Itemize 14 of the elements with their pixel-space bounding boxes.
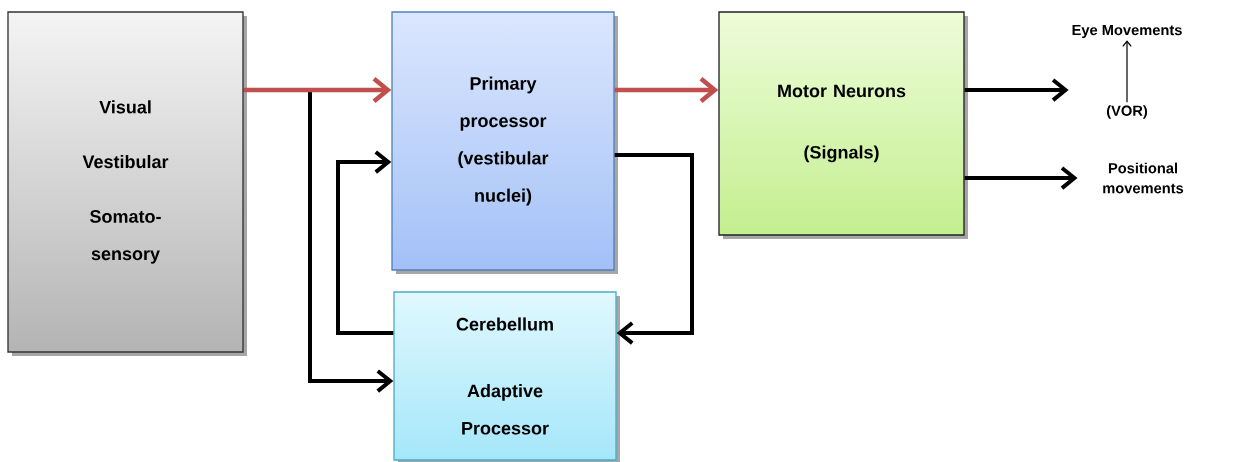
arrow (614, 77, 719, 103)
process-box: Visual Vestibular Somato- sensory (7, 11, 247, 356)
arrow (964, 166, 1078, 190)
arrow (1122, 40, 1132, 103)
output-label: Positional movements (1103, 162, 1184, 194)
arrow (964, 78, 1069, 102)
process-box: Cerebellum Adaptive Processor (393, 291, 620, 462)
arrow (243, 77, 392, 103)
process-box: Primary processor (vestibular nuclei) (391, 11, 618, 274)
process-box: Motor Neurons (Signals) (718, 11, 968, 239)
arrow (614, 153, 694, 345)
output-label: (VOR) (1106, 105, 1148, 119)
output-label: Eye Movements (1072, 24, 1182, 39)
arrow (336, 150, 394, 335)
